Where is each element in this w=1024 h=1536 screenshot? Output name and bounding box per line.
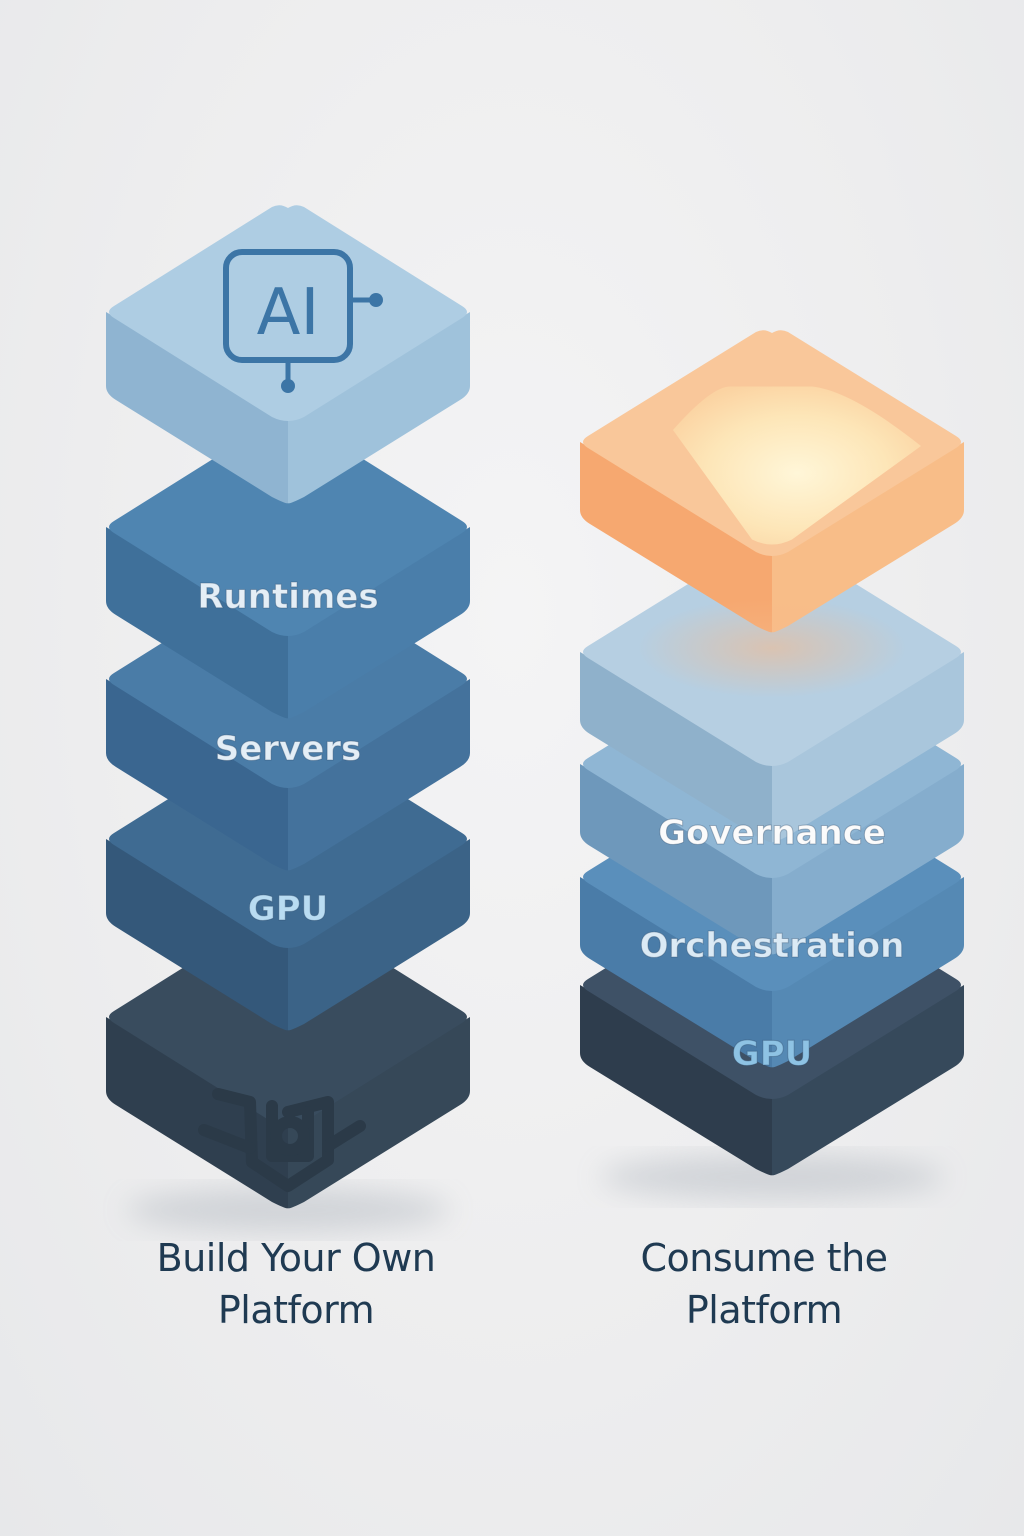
layer-label: GPU xyxy=(732,1034,812,1074)
layer-left-face xyxy=(580,442,772,633)
ai-chip-icon-text: AI xyxy=(257,276,320,350)
layer-right-face xyxy=(772,985,964,1176)
layer-glow-platform xyxy=(580,330,964,633)
hardware-shield-icon xyxy=(198,1088,366,1192)
stack-shadow xyxy=(600,1155,944,1199)
layer-label: Orchestration xyxy=(640,926,905,966)
layer-top-face xyxy=(109,205,467,421)
layer-ai-chip-icon: AI xyxy=(106,205,470,504)
glow-halo xyxy=(637,598,907,698)
layer-left-face xyxy=(580,877,772,1068)
layer-label: Governance xyxy=(658,813,886,853)
layer-right-face xyxy=(288,527,470,719)
glow-inner-panel xyxy=(672,386,922,545)
layer-left-face xyxy=(580,985,772,1176)
ai-chip-icon: AI xyxy=(223,249,383,393)
layer-right-face xyxy=(288,679,470,871)
layer-right-face xyxy=(288,312,470,504)
layer-left-face xyxy=(580,764,772,955)
caption-line-2: Platform xyxy=(217,1288,375,1332)
caption-line-2: Platform xyxy=(685,1288,843,1332)
stack-shadow xyxy=(126,1188,450,1232)
layer-left-face xyxy=(106,679,288,871)
layer-label: GPU xyxy=(248,889,328,929)
layer-label: Servers xyxy=(215,729,362,769)
layer-right-face xyxy=(772,764,964,955)
stack-consume-platform: GPU Orchestration Governance xyxy=(580,330,964,1199)
layer-left-face xyxy=(106,1017,288,1209)
layer-left-face xyxy=(106,839,288,1031)
caption-consume-the-platform: Consume the Platform xyxy=(554,1232,974,1336)
layer-top-face xyxy=(109,420,467,636)
layer-label: Runtimes xyxy=(197,577,378,617)
layer-right-face xyxy=(772,442,964,633)
stack-build-your-own: AI GPU Servers Runtimes xyxy=(106,205,470,1232)
caption-line-1: Consume the xyxy=(640,1236,888,1280)
layer-left-face xyxy=(580,652,772,843)
layer-left-face xyxy=(106,527,288,719)
caption-line-1: Build Your Own xyxy=(156,1236,436,1280)
layer-runtimes xyxy=(106,420,470,719)
layer-left-face xyxy=(106,312,288,504)
layer-right-face xyxy=(772,877,964,1068)
layer-right-face xyxy=(288,839,470,1031)
layer-right-face xyxy=(772,652,964,843)
caption-build-your-own-platform: Build Your Own Platform xyxy=(86,1232,506,1336)
